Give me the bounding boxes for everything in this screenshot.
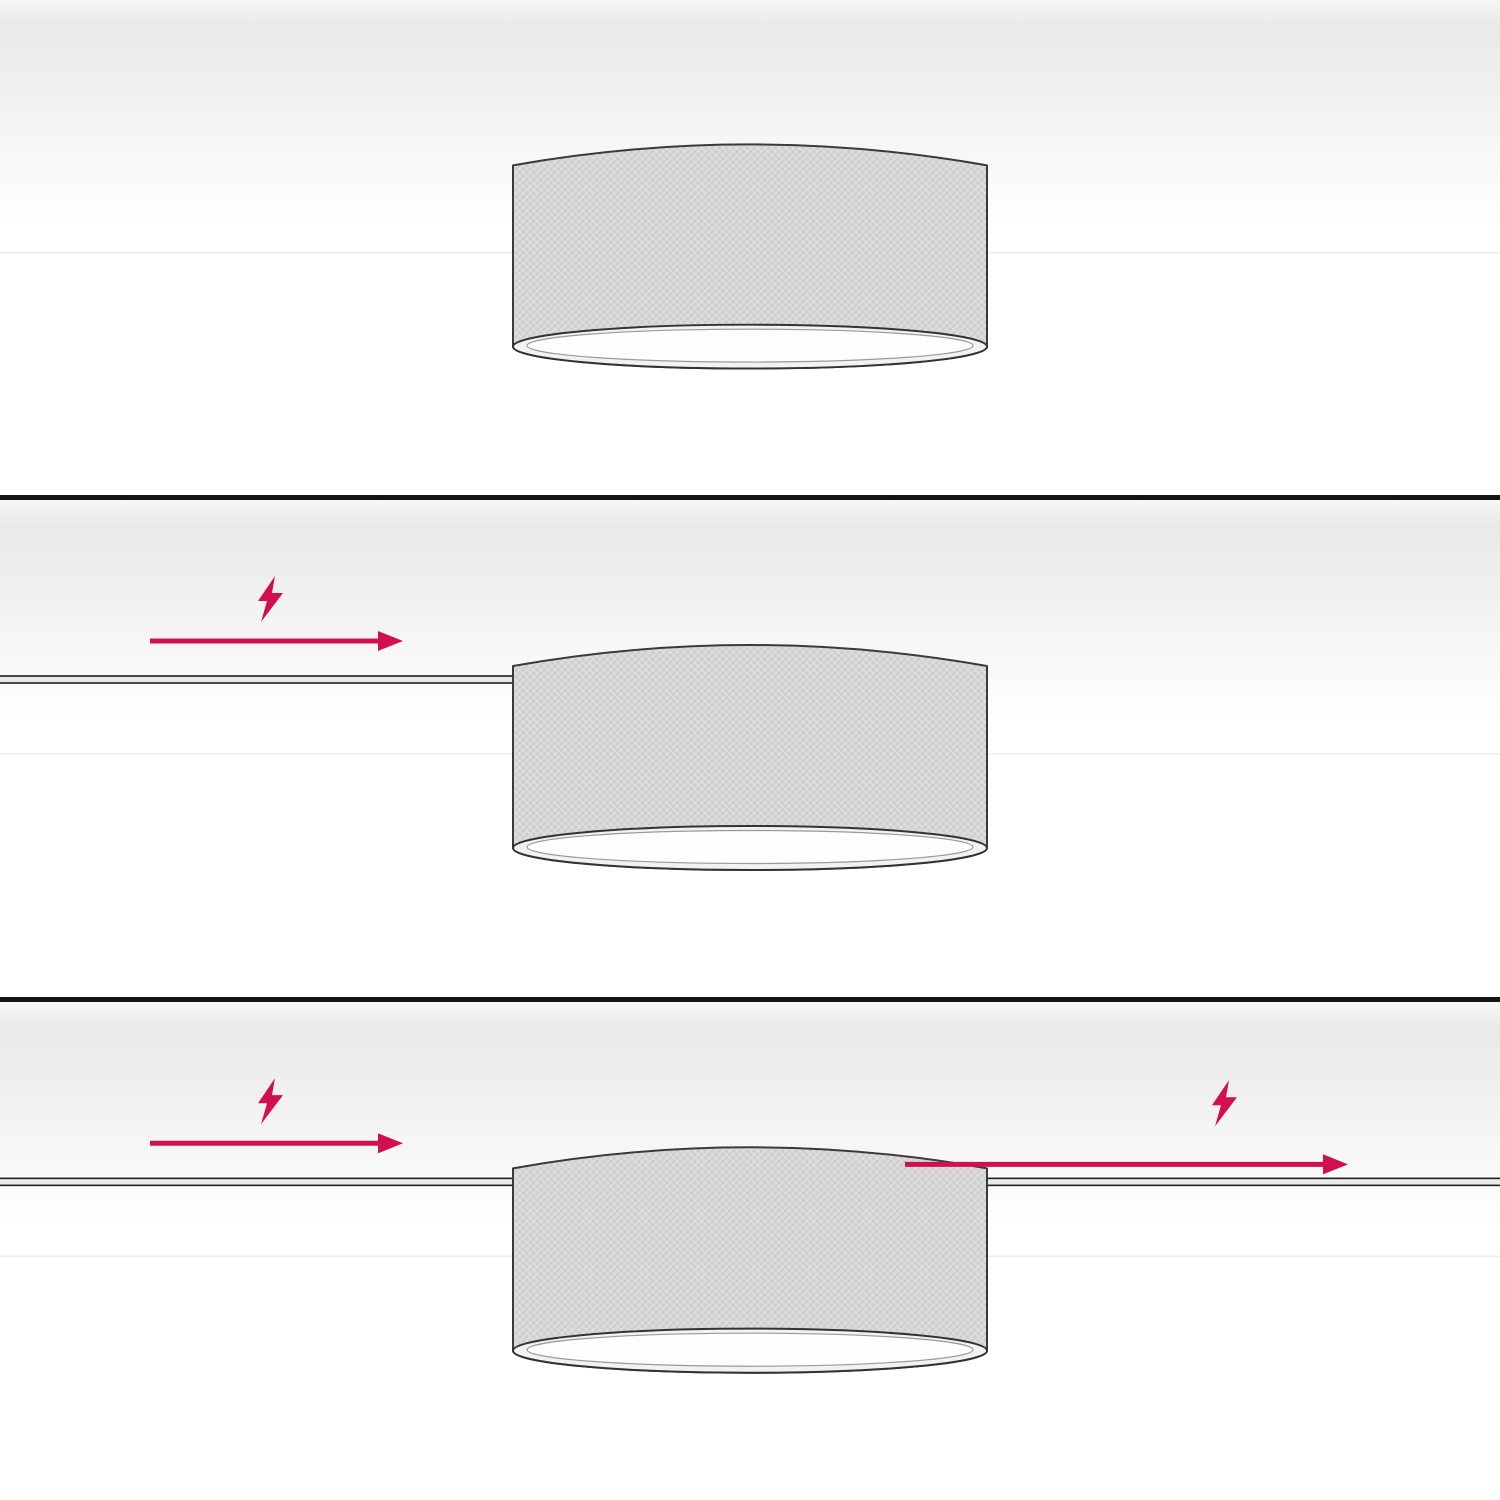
panel-ceiling-lamp-power-in	[0, 500, 1500, 997]
power-flow-left	[150, 1078, 403, 1154]
arrow-right-icon	[1323, 1154, 1348, 1175]
ceiling-lampshade	[512, 644, 988, 871]
lamp-scene	[0, 1002, 1500, 1374]
ceiling-lampshade	[512, 143, 988, 370]
arrow-right-icon	[378, 631, 403, 651]
panel-separator	[0, 997, 1500, 1002]
panel-ceiling-lamp-plain	[0, 0, 1500, 495]
lightning-bolt-icon	[258, 1078, 283, 1125]
lightning-bolt-icon	[1212, 1080, 1237, 1127]
power-flow-left	[150, 576, 403, 651]
power-flow-right	[905, 1080, 1348, 1175]
lampshade-diffuser	[526, 1332, 974, 1367]
lamp-scene	[0, 500, 1500, 871]
arrow-right-icon	[378, 1133, 403, 1154]
panel-separator	[0, 495, 1500, 500]
cable-left	[0, 1177, 518, 1187]
lampshade-diffuser	[526, 328, 974, 363]
lampshade-diffuser	[526, 829, 974, 865]
cable-right	[982, 1177, 1500, 1187]
cable-left	[0, 675, 518, 684]
lamp-scene	[0, 0, 1500, 370]
ceiling-lampshade	[512, 1146, 988, 1374]
lightning-bolt-icon	[258, 576, 283, 622]
panel-ceiling-lamp-power-through	[0, 1002, 1500, 1500]
